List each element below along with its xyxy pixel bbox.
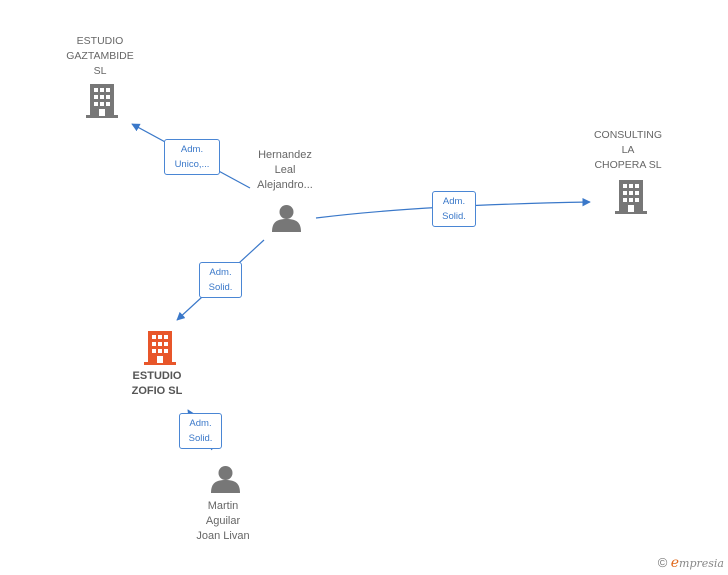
node-label-martin-aguilar[interactable]: Martin Aguilar Joan Livan: [196, 500, 250, 542]
copyright-symbol: ©: [657, 555, 668, 570]
person-icon[interactable]: [211, 465, 240, 493]
node-label-hernandez-leal[interactable]: Hernandez Leal Alejandro...: [257, 149, 313, 191]
edge-label-hernandez-zofio: Adm. Solid.: [199, 262, 242, 298]
node-label-estudio-gaztambide[interactable]: ESTUDIO GAZTAMBIDE SL: [66, 35, 134, 77]
building-icon[interactable]: [615, 180, 647, 214]
building-icon-highlighted[interactable]: [144, 331, 176, 365]
edge-label-martin-zofio: Adm. Solid.: [179, 413, 222, 449]
node-label-consulting-la-chopera[interactable]: CONSULTING LA CHOPERA SL: [593, 129, 663, 171]
node-label-estudio-zofio[interactable]: ESTUDIO ZOFIO SL: [131, 370, 183, 397]
building-icon[interactable]: [86, 84, 118, 118]
empresia-logo: © empresia: [657, 555, 724, 571]
edge-label-hernandez-consulting: Adm. Solid.: [432, 191, 476, 227]
person-icon[interactable]: [272, 204, 301, 232]
edge-label-hernandez-gaztambide: Adm. Unico,...: [164, 139, 220, 175]
